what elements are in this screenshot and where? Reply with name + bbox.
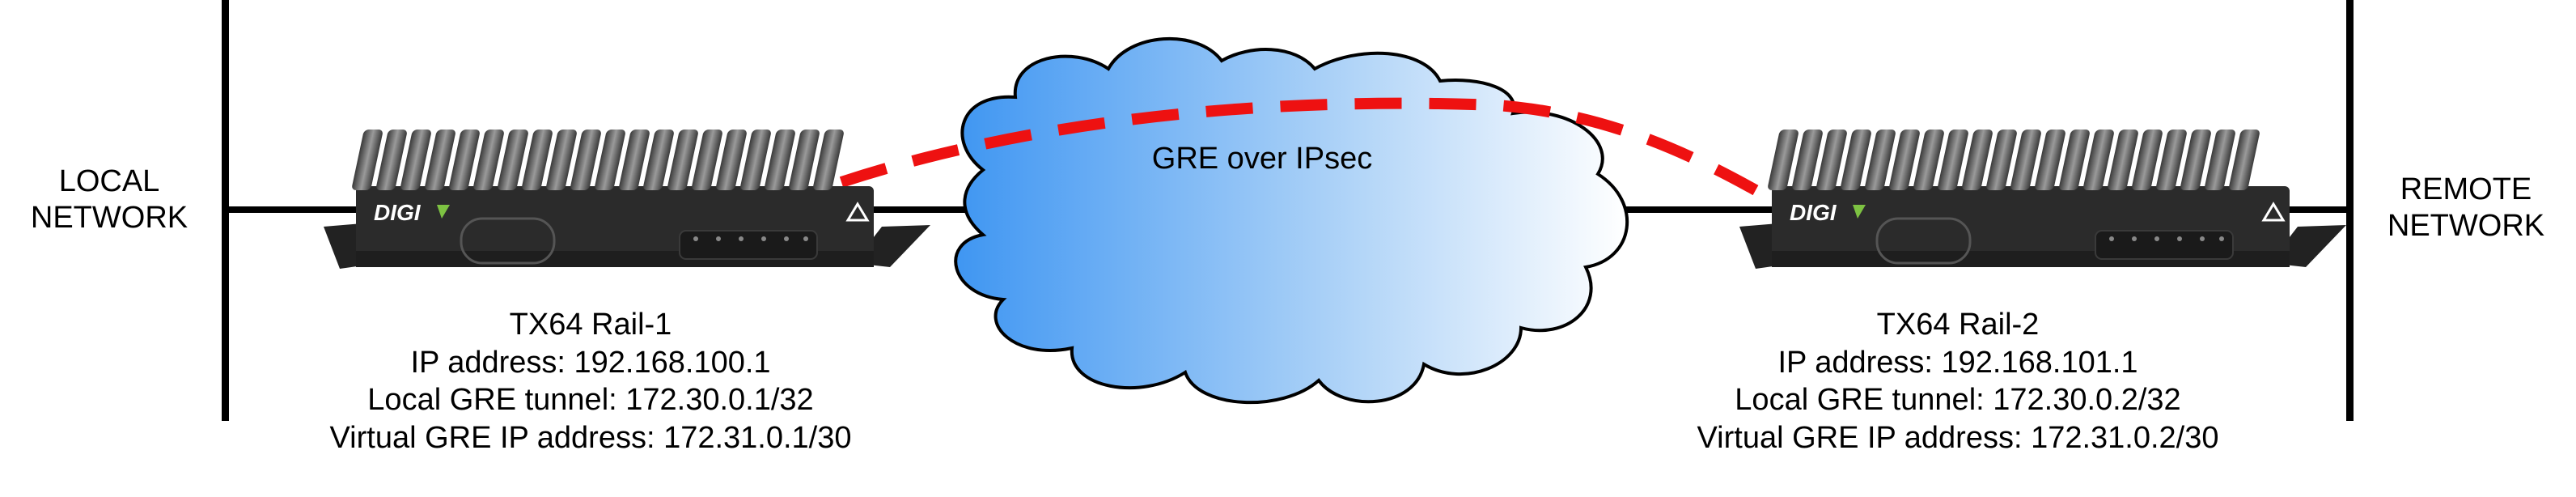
- device-1-ip: IP address: 192.168.100.1: [410, 345, 771, 380]
- device-1-name: TX64 Rail-1: [509, 308, 672, 342]
- heatsink-fins: [352, 130, 844, 190]
- device-port-cover: [1875, 217, 1972, 265]
- device-1-info: TX64 Rail-1 IP address: 192.168.100.1 Lo…: [251, 306, 930, 457]
- device-brand-logo: DIGI: [374, 200, 422, 225]
- local-network-boundary: [222, 0, 229, 421]
- led-panel: [2095, 230, 2234, 260]
- router-tx64-rail-2: DIGI: [1739, 130, 2346, 269]
- status-led: [2177, 236, 2182, 241]
- remote-network-label-line2: NETWORK: [2387, 209, 2545, 243]
- device-2-name: TX64 Rail-2: [1876, 308, 2040, 342]
- local-network-label-line2: NETWORK: [30, 201, 189, 235]
- device-2-virtual-ip: Virtual GRE IP address: 172.31.0.2/30: [1697, 420, 2219, 455]
- device-port-cover: [460, 217, 556, 265]
- brand-accent: [1853, 205, 1866, 219]
- device-1-local-tunnel: Local GRE tunnel: 172.30.0.1/32: [367, 383, 814, 417]
- status-led: [2132, 236, 2137, 241]
- status-led: [716, 236, 721, 241]
- heatsink-fins: [1768, 130, 2260, 190]
- status-led: [693, 236, 698, 241]
- device-2-info: TX64 Rail-2 IP address: 192.168.101.1 Lo…: [1618, 306, 2298, 457]
- warning-triangle-icon: [2261, 202, 2286, 222]
- status-led: [803, 236, 808, 241]
- cloud-shape: [954, 36, 1629, 405]
- led-panel: [679, 230, 818, 260]
- status-led: [2219, 236, 2224, 241]
- warning-triangle-icon: [845, 202, 870, 222]
- status-led: [784, 236, 789, 241]
- device-brand-logo: DIGI: [1790, 200, 1837, 225]
- remote-network-boundary: [2346, 0, 2354, 421]
- status-led: [761, 236, 766, 241]
- device-2-local-tunnel: Local GRE tunnel: 172.30.0.2/32: [1735, 383, 2181, 417]
- gre-tunnel-line: [839, 97, 1759, 196]
- status-led: [2109, 236, 2114, 241]
- remote-network-label-line1: REMOTE: [2400, 172, 2532, 206]
- router-tx64-rail-1: DIGI: [324, 130, 930, 269]
- remote-network-label: REMOTE NETWORK: [2356, 172, 2576, 244]
- device-1-virtual-ip: Virtual GRE IP address: 172.31.0.1/30: [329, 420, 852, 455]
- status-led: [2154, 236, 2159, 241]
- cloud-label: GRE over IPsec: [1152, 142, 1372, 176]
- status-led: [739, 236, 744, 241]
- local-network-label-line1: LOCAL: [58, 164, 160, 198]
- device-2-ip: IP address: 192.168.101.1: [1777, 345, 2138, 380]
- status-led: [2200, 236, 2205, 241]
- local-network-label: LOCAL NETWORK: [0, 164, 218, 236]
- brand-accent: [437, 205, 450, 219]
